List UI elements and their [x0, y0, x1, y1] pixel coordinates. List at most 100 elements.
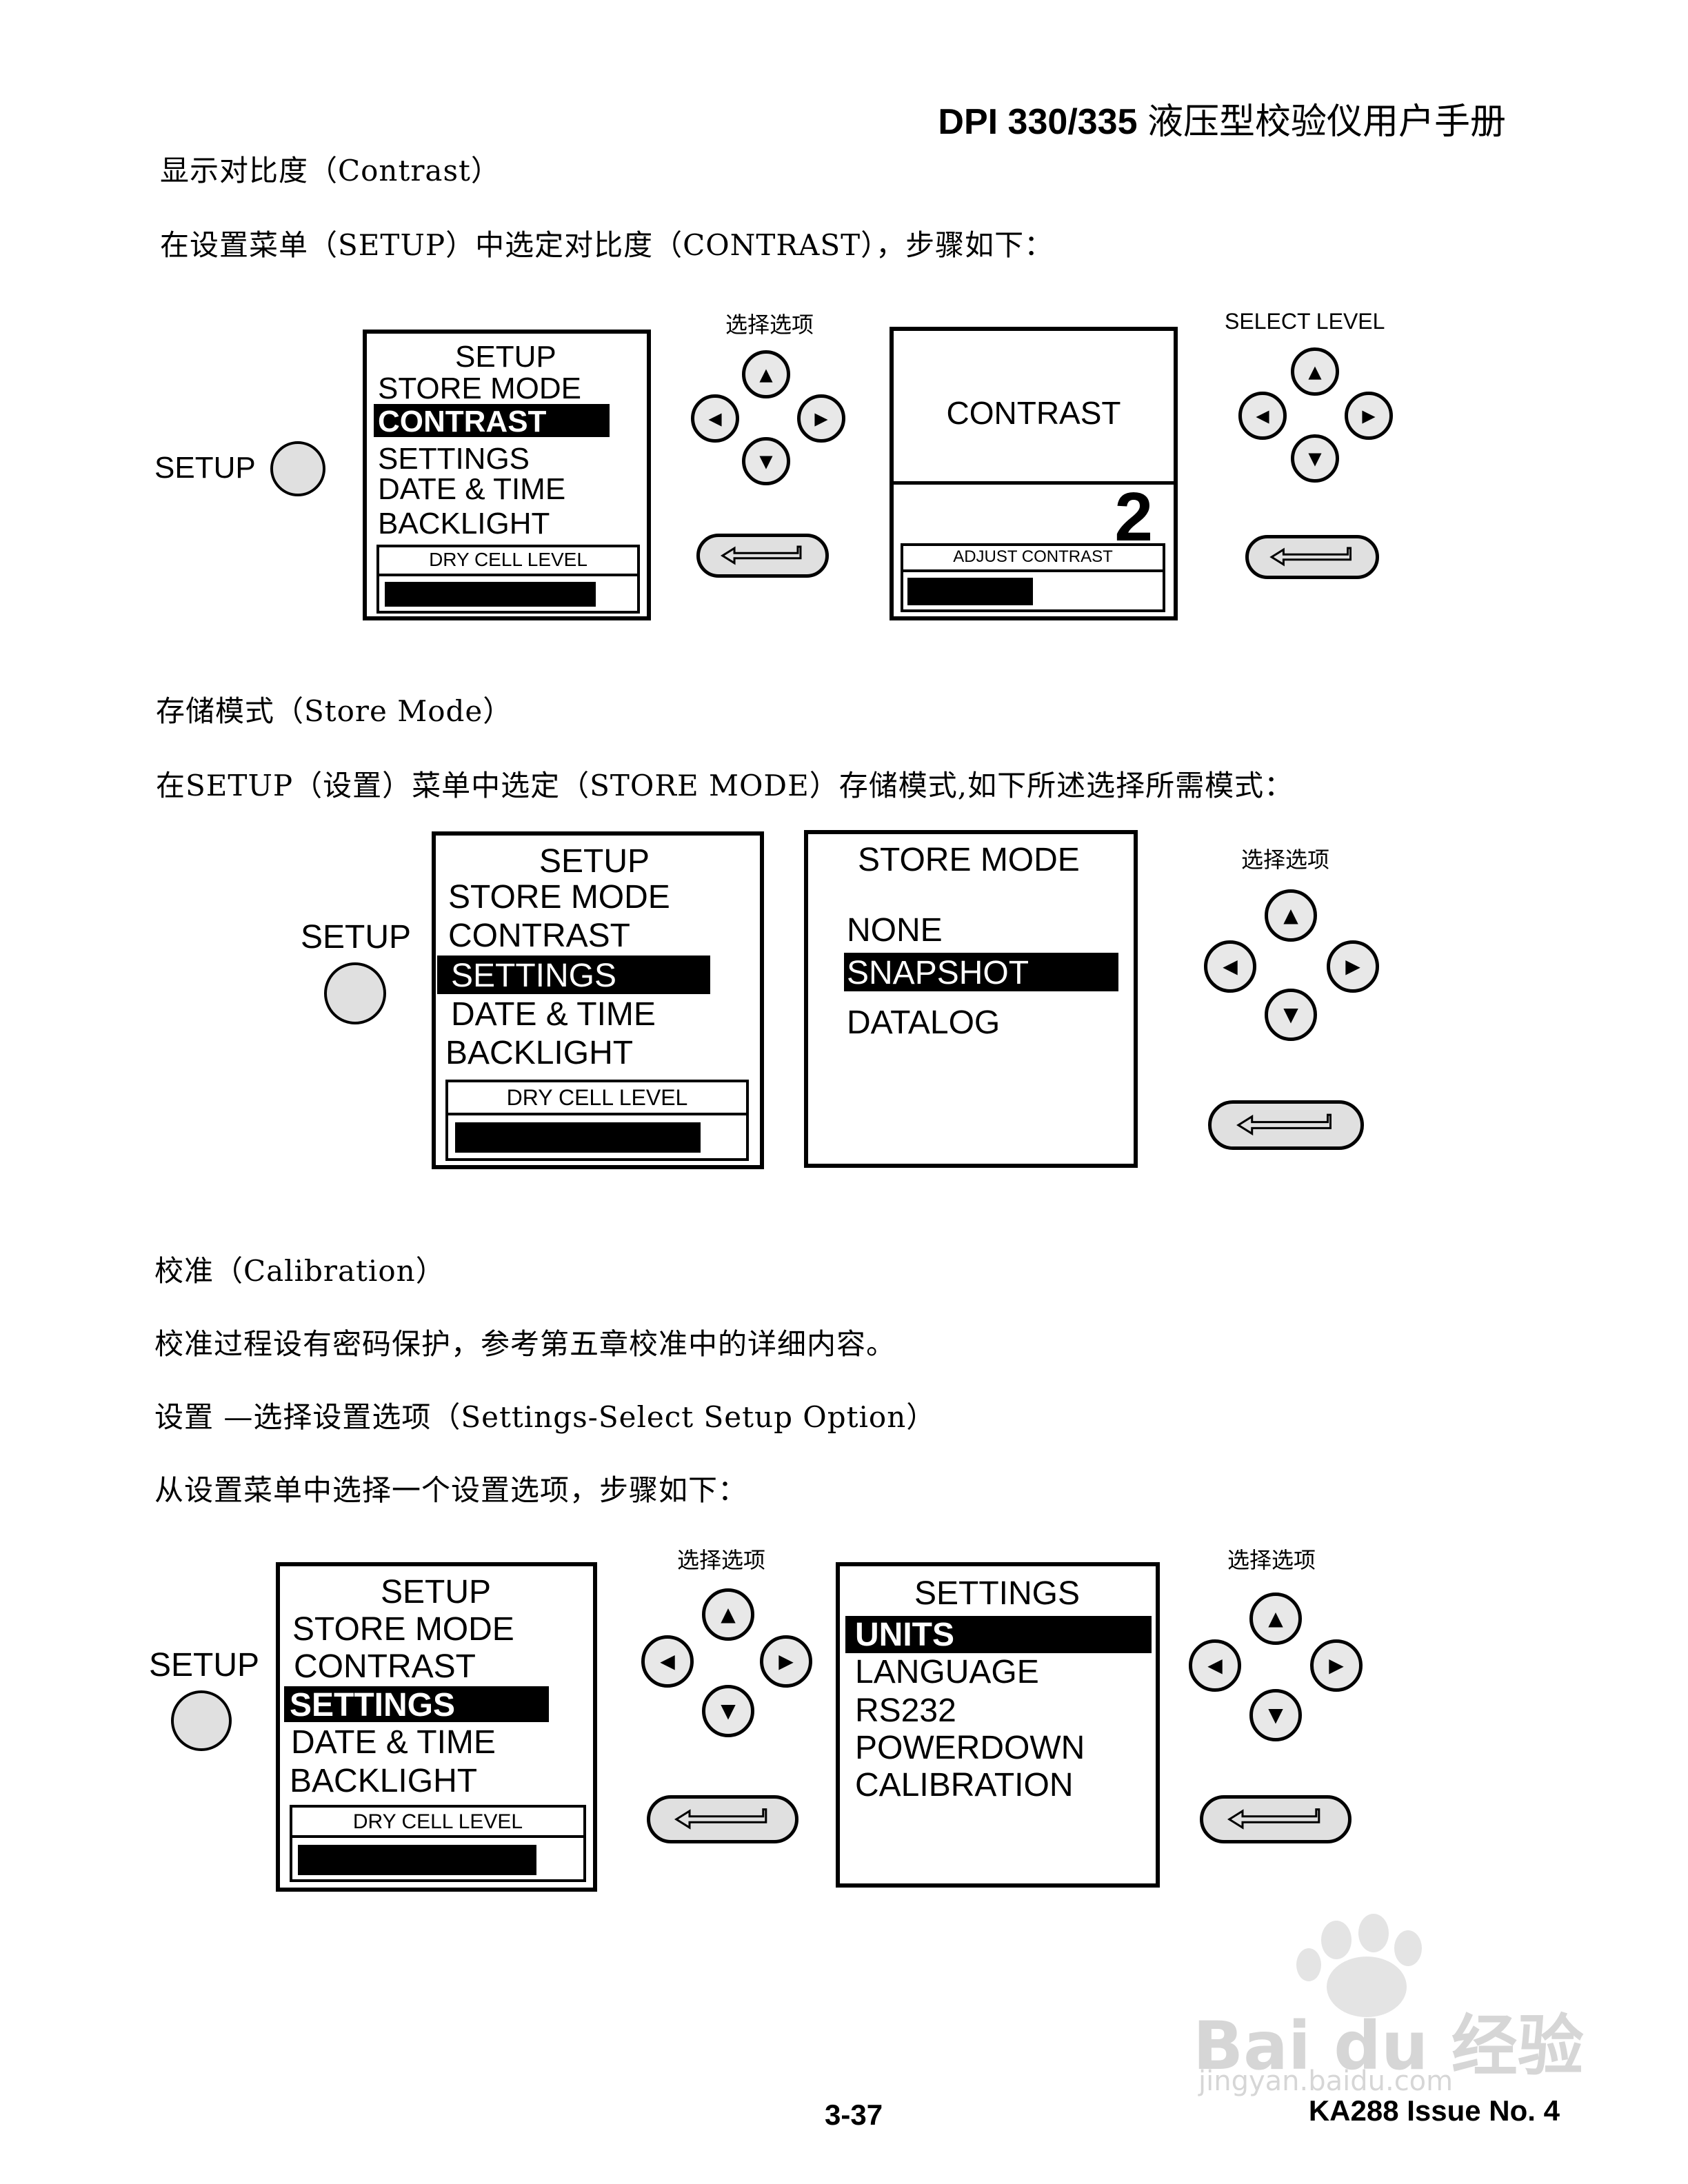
manual-model: DPI 330/335 — [938, 102, 1138, 142]
contrast-description: 在设置菜单（SETUP）中选定对比度（CONTRAST），步骤如下： — [160, 228, 1054, 262]
dry-cell-label: DRY CELL LEVEL — [352, 1810, 523, 1833]
up-arrow-icon: ▲ — [721, 1603, 736, 1626]
contrast-value: 2 — [1114, 478, 1153, 556]
right-arrow-button[interactable]: ▶ — [797, 394, 845, 443]
enter-button[interactable] — [1208, 1100, 1364, 1150]
dry-cell-level-box: DRY CELL LEVEL — [376, 545, 640, 614]
enter-arrow-icon — [1227, 1808, 1320, 1830]
left-arrow-button[interactable]: ◀ — [1238, 392, 1287, 440]
up-arrow-button[interactable]: ▲ — [742, 350, 790, 398]
up-arrow-button[interactable]: ▲ — [702, 1588, 754, 1641]
dpad-label: 选择选项 — [1241, 847, 1330, 873]
down-arrow-button[interactable]: ▼ — [1291, 434, 1339, 483]
up-arrow-icon: ▲ — [1308, 361, 1322, 382]
left-arrow-button[interactable]: ◀ — [641, 1635, 694, 1688]
menu-item-settings[interactable]: SETTINGS — [290, 1687, 456, 1723]
enter-button[interactable] — [647, 1795, 798, 1843]
down-arrow-icon: ▼ — [1308, 448, 1322, 469]
left-arrow-icon: ◀ — [708, 408, 722, 429]
down-arrow-button[interactable]: ▼ — [1249, 1689, 1302, 1741]
menu-item-backlight[interactable]: BACKLIGHT — [378, 507, 550, 540]
menu-item-store-mode[interactable]: STORE MODE — [292, 1611, 514, 1648]
dry-cell-label: DRY CELL LEVEL — [506, 1085, 688, 1110]
enter-button[interactable] — [1200, 1795, 1352, 1843]
enter-arrow-icon — [720, 545, 802, 565]
setup-menu-title: SETUP — [539, 843, 650, 880]
store-mode-option-datalog[interactable]: DATALOG — [847, 1004, 1001, 1041]
calibration-heading: 校准（Calibration） — [154, 1254, 445, 1288]
settings-item-rs232[interactable]: RS232 — [855, 1692, 956, 1729]
manual-title: DPI 330/335 液压型校验仪用户手册 — [938, 92, 1506, 144]
up-arrow-button[interactable]: ▲ — [1265, 889, 1317, 942]
dpad: ▲ ◀ ▶ ▼ — [1233, 343, 1398, 488]
setup-menu-screen: SETUP STORE MODE CONTRAST SETTINGS DATE … — [363, 330, 651, 620]
store-mode-screen: STORE MODE NONE SNAPSHOT DATALOG — [804, 830, 1138, 1168]
setup-button-label: SETUP — [149, 1647, 260, 1684]
right-arrow-button[interactable]: ▶ — [1327, 940, 1379, 993]
baidu-watermark: Bai du 经验 jingyan.baidu.com — [1186, 1910, 1584, 2097]
menu-item-date-time[interactable]: DATE & TIME — [291, 1724, 496, 1761]
menu-item-date-time[interactable]: DATE & TIME — [451, 996, 656, 1033]
left-arrow-icon: ◀ — [1223, 955, 1238, 978]
dry-cell-bar — [298, 1845, 536, 1875]
right-arrow-button[interactable]: ▶ — [1345, 392, 1393, 440]
contrast-screen-title: CONTRAST — [946, 395, 1121, 431]
enter-button[interactable] — [696, 534, 829, 578]
right-arrow-button[interactable]: ▶ — [1310, 1639, 1363, 1692]
setup-menu-screen: SETUP STORE MODE CONTRAST SETTINGS DATE … — [276, 1562, 597, 1892]
menu-item-store-mode[interactable]: STORE MODE — [378, 372, 582, 405]
down-arrow-icon: ▼ — [1283, 1003, 1298, 1026]
contrast-heading: 显示对比度（Contrast） — [160, 154, 501, 188]
menu-item-backlight[interactable]: BACKLIGHT — [445, 1035, 634, 1071]
page-number: 3-37 — [825, 2099, 883, 2131]
dpad-label: 选择选项 — [725, 312, 814, 338]
setup-menu-title: SETUP — [455, 340, 556, 374]
down-arrow-button[interactable]: ▼ — [702, 1685, 754, 1737]
dry-cell-bar — [455, 1122, 701, 1153]
store-mode-description: 在SETUP（设置）菜单中选定（STORE MODE）存储模式,如下所述选择所需… — [156, 769, 1294, 802]
right-arrow-button[interactable]: ▶ — [760, 1635, 812, 1688]
settings-item-calibration[interactable]: CALIBRATION — [855, 1767, 1074, 1803]
menu-item-settings[interactable]: SETTINGS — [451, 958, 617, 994]
dry-cell-level-box: DRY CELL LEVEL — [445, 1080, 749, 1161]
settings-item-language[interactable]: LANGUAGE — [855, 1654, 1039, 1690]
down-arrow-button[interactable]: ▼ — [742, 437, 790, 485]
enter-arrow-icon — [674, 1808, 767, 1830]
adjust-contrast-label: ADJUST CONTRAST — [953, 547, 1113, 566]
setup-button-label: SETUP — [154, 451, 256, 485]
settings-item-units[interactable]: UNITS — [855, 1617, 954, 1653]
settings-highlight — [845, 1616, 1152, 1653]
right-arrow-icon: ▶ — [1362, 405, 1376, 426]
menu-item-contrast[interactable]: CONTRAST — [448, 918, 630, 954]
up-arrow-button[interactable]: ▲ — [1249, 1593, 1302, 1645]
store-mode-heading: 存储模式（Store Mode） — [156, 694, 513, 728]
left-arrow-button[interactable]: ◀ — [1189, 1639, 1241, 1692]
menu-item-settings[interactable]: SETTINGS — [378, 442, 530, 476]
left-arrow-icon: ◀ — [660, 1650, 675, 1672]
setup-button[interactable] — [171, 1690, 232, 1751]
menu-item-backlight[interactable]: BACKLIGHT — [290, 1763, 478, 1799]
settings-description: 从设置菜单中选择一个设置选项，步骤如下： — [154, 1473, 748, 1507]
menu-highlight — [437, 956, 710, 994]
setup-button[interactable] — [270, 441, 325, 496]
menu-item-store-mode[interactable]: STORE MODE — [448, 879, 670, 916]
watermark-brand: Bai du 经验 — [1193, 2008, 1584, 2085]
down-arrow-icon: ▼ — [721, 1699, 736, 1722]
menu-item-date-time[interactable]: DATE & TIME — [378, 472, 566, 506]
settings-item-powerdown[interactable]: POWERDOWN — [855, 1730, 1085, 1766]
store-mode-option-snapshot[interactable]: SNAPSHOT — [847, 955, 1029, 991]
right-arrow-icon: ▶ — [1329, 1654, 1344, 1677]
menu-item-contrast[interactable]: CONTRAST — [378, 405, 547, 438]
up-arrow-button[interactable]: ▲ — [1291, 347, 1339, 396]
store-mode-option-none[interactable]: NONE — [847, 912, 943, 949]
issue-number: KA288 Issue No. 4 — [1308, 2094, 1560, 2127]
setup-button[interactable] — [324, 962, 386, 1024]
menu-item-contrast[interactable]: CONTRAST — [294, 1648, 476, 1685]
left-arrow-button[interactable]: ◀ — [1204, 940, 1256, 993]
left-arrow-button[interactable]: ◀ — [691, 394, 739, 443]
contrast-level-bar — [907, 578, 1033, 605]
down-arrow-button[interactable]: ▼ — [1265, 989, 1317, 1041]
watermark-url: jingyan.baidu.com — [1198, 2065, 1454, 2097]
store-mode-title: STORE MODE — [858, 842, 1080, 878]
enter-button[interactable] — [1245, 535, 1379, 579]
